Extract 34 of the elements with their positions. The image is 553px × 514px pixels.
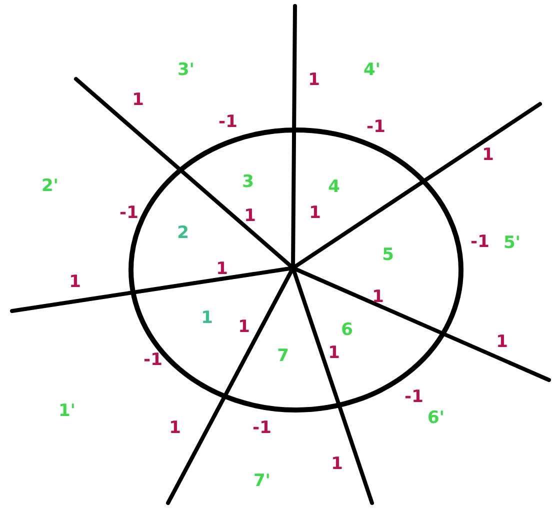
region-label: 1 bbox=[201, 308, 213, 328]
weight-label: -1 bbox=[404, 387, 424, 407]
weight-label: 1 bbox=[309, 203, 321, 223]
weight-label: 1 bbox=[331, 454, 343, 474]
region-label: 7 bbox=[277, 346, 289, 366]
weight-label: -1 bbox=[366, 117, 386, 137]
region-label: 1' bbox=[58, 401, 76, 421]
region-label: 5 bbox=[382, 245, 394, 265]
weight-label: 1 bbox=[244, 206, 256, 226]
weight-label: 1 bbox=[69, 272, 81, 292]
region-label: 4' bbox=[363, 60, 381, 80]
weight-label: 1 bbox=[372, 287, 384, 307]
weight-label: -1 bbox=[470, 232, 490, 252]
weight-label: 1 bbox=[482, 145, 494, 165]
weight-label: 1 bbox=[132, 90, 144, 110]
weight-label: -1 bbox=[144, 350, 162, 370]
region-label: 7' bbox=[253, 471, 271, 491]
region-label: 5' bbox=[503, 233, 521, 253]
region-label: 6' bbox=[427, 408, 445, 428]
weight-label: 1 bbox=[328, 343, 340, 363]
weight-label: -1 bbox=[218, 112, 238, 132]
region-label: 2' bbox=[41, 176, 59, 196]
weight-label: 1 bbox=[308, 70, 320, 90]
region-label: 6 bbox=[341, 320, 353, 340]
region-label: 4 bbox=[328, 177, 340, 197]
weight-label: -1 bbox=[120, 203, 138, 223]
region-label: 3 bbox=[242, 172, 254, 192]
weight-label: 1 bbox=[169, 418, 181, 438]
region-label: 2 bbox=[177, 223, 189, 243]
weight-label: 1 bbox=[216, 259, 228, 279]
weight-label: 1 bbox=[238, 317, 250, 337]
region-label: 3' bbox=[177, 60, 195, 80]
weight-label: -1 bbox=[252, 418, 272, 438]
weight-label: 1 bbox=[496, 332, 508, 352]
